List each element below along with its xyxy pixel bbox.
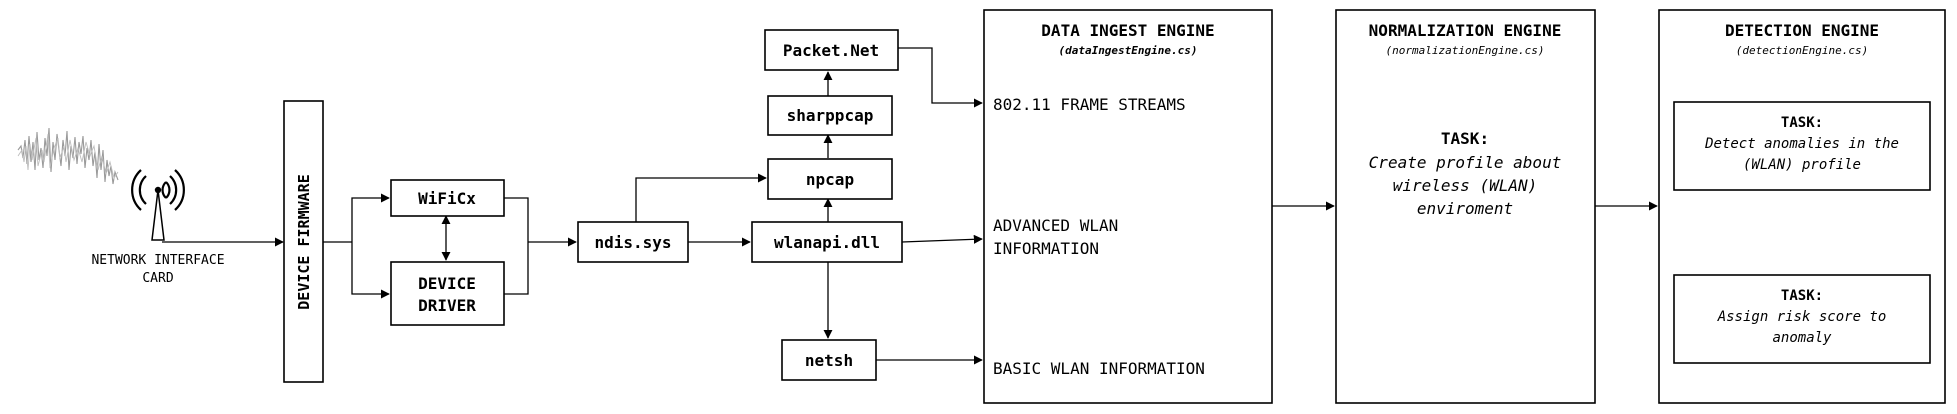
task2-label: TASK:	[1781, 288, 1823, 304]
netsh-label: netsh	[805, 351, 853, 370]
task2-line1: Assign risk score to	[1717, 309, 1887, 325]
ingest-title: DATA INGEST ENGINE	[1041, 21, 1214, 40]
ingest-basic: BASIC WLAN INFORMATION	[993, 359, 1205, 378]
antenna-icon	[131, 169, 185, 241]
device-driver-box	[390, 261, 505, 326]
arrow-wlanapi-to-advanced	[901, 234, 983, 244]
task1-line1: Detect anomalies in the	[1704, 136, 1899, 152]
arrow-firmware-to-wificx	[351, 193, 390, 242]
connector-wificx-merge	[504, 197, 529, 242]
ndis-label: ndis.sys	[594, 233, 671, 252]
nic-label-line2: CARD	[142, 271, 173, 286]
ndis-box	[577, 221, 689, 263]
arrow-firmware-to-driver	[351, 242, 390, 299]
detect-anomalies-task-box	[1673, 101, 1931, 191]
detection-file: (detectionEngine.cs)	[1736, 44, 1868, 57]
task1-label: TASK:	[1781, 115, 1823, 131]
ingest-frame-streams: 802.11 FRAME STREAMS	[993, 95, 1186, 114]
ingest-advanced-line1: ADVANCED WLAN	[993, 216, 1118, 235]
nic-label-line1: NETWORK INTERFACE	[91, 253, 224, 268]
packetnet-label: Packet.Net	[783, 41, 879, 60]
normalization-engine-box	[1335, 9, 1596, 404]
npcap-label: npcap	[806, 170, 854, 189]
packetnet-box	[764, 29, 899, 71]
wlanapi-label: wlanapi.dll	[774, 233, 880, 252]
sharppcap-box	[767, 95, 893, 136]
normalization-task-line3: enviroment	[1417, 199, 1513, 218]
detection-title: DETECTION ENGINE	[1725, 21, 1879, 40]
assign-risk-task-box	[1673, 274, 1931, 364]
normalization-file: (normalizationEngine.cs)	[1386, 44, 1545, 57]
wlanapi-box	[751, 221, 903, 263]
data-ingest-engine-box	[983, 9, 1273, 404]
normalization-task-label: TASK:	[1441, 129, 1489, 148]
sharppcap-label: sharppcap	[787, 106, 874, 125]
arrow-packetnet-to-frame-streams	[898, 47, 983, 108]
netsh-box	[781, 339, 877, 381]
device-driver-label-line1: DEVICE	[418, 274, 476, 293]
connector-driver-merge	[504, 242, 529, 295]
device-driver-label-line2: DRIVER	[418, 296, 476, 315]
wificx-label: WiFiCx	[418, 189, 476, 208]
ingest-file: (dataIngestEngine.cs)	[1058, 44, 1197, 57]
wificx-box	[390, 179, 505, 217]
npcap-box	[767, 158, 893, 200]
arrow-ndis-to-npcap	[635, 173, 767, 222]
task1-line2: (WLAN) profile	[1743, 157, 1861, 173]
device-firmware-label: DEVICE FIRMWARE	[295, 174, 313, 309]
radio-signal-waveform-2	[17, 133, 119, 180]
normalization-task-line2: wireless (WLAN)	[1393, 176, 1538, 195]
task2-line2: anomaly	[1772, 330, 1832, 346]
device-firmware-box	[283, 100, 324, 383]
normalization-title: NORMALIZATION ENGINE	[1369, 21, 1562, 40]
ingest-advanced-line2: INFORMATION	[993, 239, 1099, 258]
normalization-task-line1: Create profile about	[1369, 153, 1562, 172]
